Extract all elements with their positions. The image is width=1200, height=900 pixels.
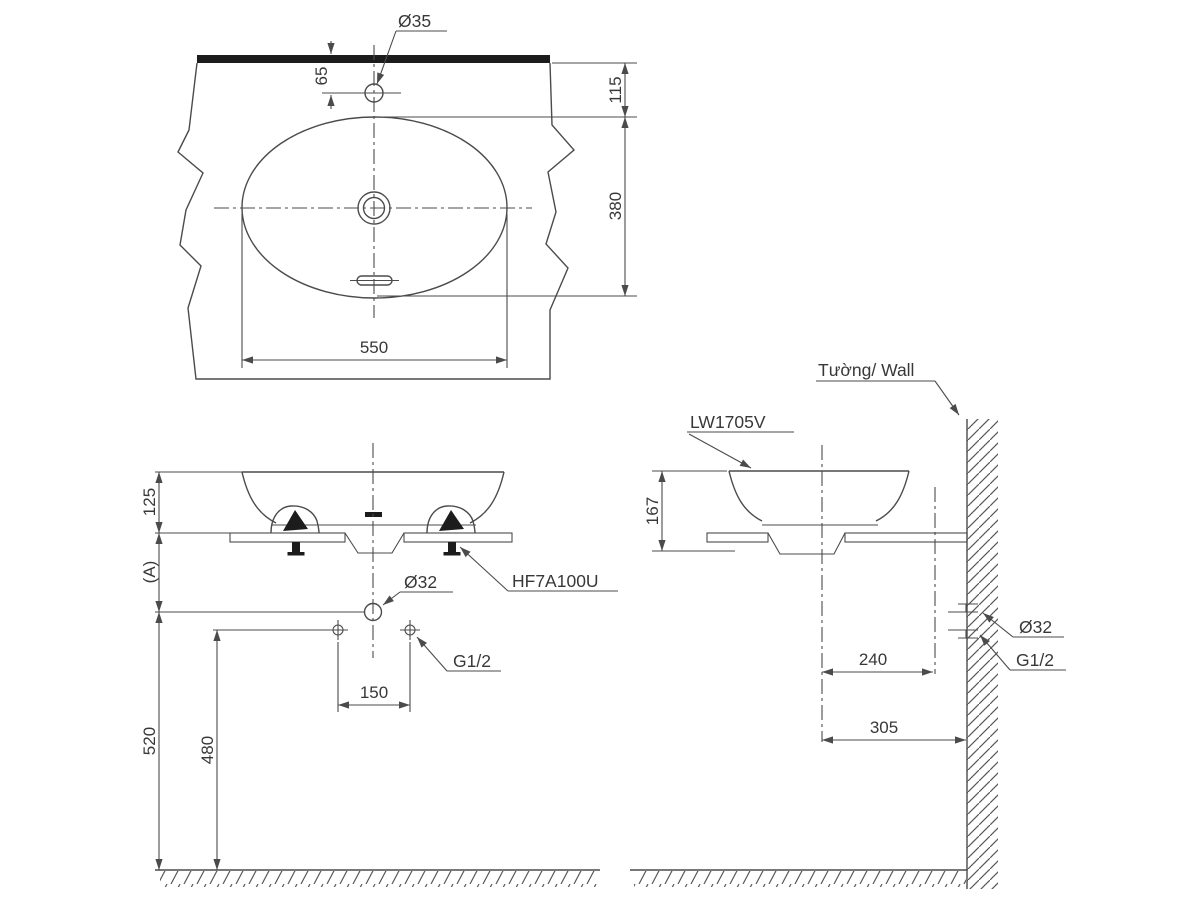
dim-150-text: 150	[360, 683, 388, 702]
side-basin-right	[875, 470, 910, 522]
dim-520-text: 520	[140, 727, 159, 755]
label-supply-thread-side: G1/2	[979, 634, 1066, 671]
product-text: LW1705V	[690, 412, 766, 432]
dim-240-text: 240	[859, 650, 887, 669]
dim-basin-width: 550	[241, 214, 508, 368]
mounting-clip-right	[426, 505, 476, 556]
basin-side-right	[469, 471, 505, 524]
dim-basin-height: 167	[643, 470, 735, 552]
drain-hole	[363, 602, 383, 622]
label-drain-dia-front: Ø32	[382, 572, 453, 606]
floor-hatch-side	[634, 871, 966, 887]
supply-hole-right	[400, 620, 420, 640]
dim-center-to-wall: 305	[822, 718, 966, 744]
wall-hatch	[967, 419, 998, 889]
label-faucet-hole-dia: Ø35	[376, 11, 447, 85]
side-counter-slab-left	[706, 532, 769, 543]
floor-hatch-front	[160, 871, 598, 887]
label-drain-dia-side: Ø32	[982, 612, 1064, 638]
dim-550-text: 550	[360, 338, 388, 357]
label-mounting-hardware: HF7A100U	[459, 546, 618, 592]
drain-outer-circle	[357, 191, 391, 225]
hf7a100u-text: HF7A100U	[512, 571, 599, 591]
countertop-outline	[177, 62, 575, 380]
dia32-side-text: Ø32	[1019, 617, 1052, 637]
dia35-text: Ø35	[398, 11, 431, 31]
dia32-front-text: Ø32	[404, 572, 437, 592]
dim-305-text: 305	[870, 718, 898, 737]
side-drain-trap	[767, 532, 846, 555]
g12-front-text: G1/2	[453, 651, 491, 671]
dim-167-text: 167	[643, 497, 662, 525]
label-supply-thread-front: G1/2	[416, 636, 501, 672]
dim-480-text: 480	[198, 736, 217, 764]
drain-inner-circle	[362, 196, 386, 220]
drain-trap	[344, 532, 405, 554]
dim-hole-to-wall: 65	[312, 41, 335, 109]
dim-A-text: (A)	[140, 561, 159, 584]
dim-125-text: 125	[140, 488, 159, 516]
dim-center-to-supply: 240	[822, 650, 933, 676]
top-view: 65 Ø35 115 380 550	[177, 11, 637, 380]
front-view: 125 (A) 520 480 150 Ø32 G1/2 HF7A100U	[140, 443, 618, 887]
supply-hole-left	[328, 620, 348, 640]
counter-slab-right	[403, 532, 513, 543]
dim-supply-spacing: 150	[337, 642, 411, 712]
wall-supply-stub	[948, 629, 978, 639]
counter-slab-left	[229, 532, 346, 543]
front-dimensions: 125 (A) 520 480	[140, 471, 364, 870]
side-counter-slab-right	[844, 532, 968, 543]
dim-380-text: 380	[606, 192, 625, 220]
label-wall: Tường/ Wall	[816, 360, 960, 416]
dim-65-text: 65	[312, 67, 331, 86]
g12-side-text: G1/2	[1016, 650, 1054, 670]
wall-text: Tường/ Wall	[818, 360, 914, 380]
side-basin-left	[728, 470, 763, 522]
side-view: 167 240 305 Tường/ Wall LW1705V Ø32	[630, 360, 1066, 889]
basin-side-left	[241, 471, 277, 524]
wall-drain-stub	[948, 603, 978, 613]
mounting-clip-left	[270, 505, 320, 556]
label-product-code: LW1705V	[687, 412, 794, 469]
dim-115-text: 115	[606, 76, 625, 103]
